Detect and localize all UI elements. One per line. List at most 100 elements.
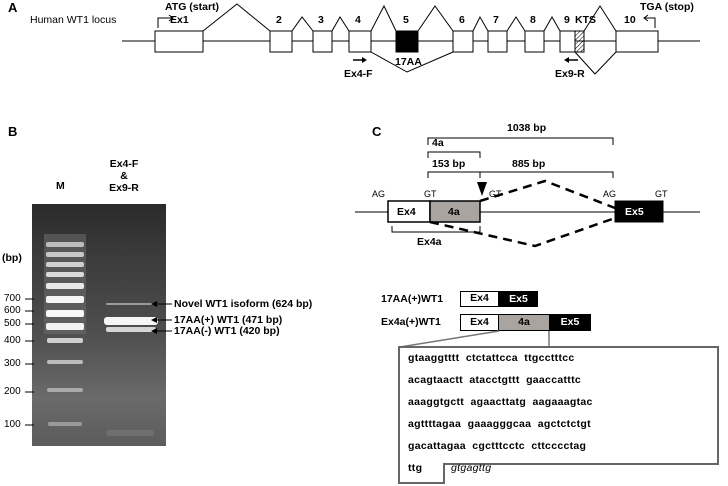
panel-b-label: B xyxy=(8,124,18,139)
gt-arrowhead xyxy=(477,182,487,196)
exon-9-label: 9 xyxy=(564,14,570,26)
band-novel-isoform xyxy=(106,303,156,305)
splice-connector xyxy=(202,3,271,32)
lane-marker-label: M xyxy=(56,180,65,192)
length-4a: 4a xyxy=(432,137,444,149)
primer-r-label: Ex9-R xyxy=(555,68,585,80)
ladder-bands xyxy=(46,242,84,426)
exon4a-label: 4a xyxy=(448,206,460,218)
bracket-1038 xyxy=(427,137,614,145)
splice-connector xyxy=(291,16,314,32)
kts-region xyxy=(574,30,585,53)
seq-line-4: agttttagaa gaaagggcaa agctctctgt xyxy=(408,418,591,430)
seq-line-1: gtaaggtttt ctctattcca ttgcctttcc xyxy=(408,352,575,364)
seq-intron: gtgagttg xyxy=(451,462,492,474)
splice-ex4-to-ex5 xyxy=(429,216,616,248)
sequence-box xyxy=(398,346,719,484)
exon-6-label: 6 xyxy=(459,14,465,26)
band-arrows xyxy=(151,301,172,334)
seq-line-2: acagtaactt atacctgttt gaaccatttc xyxy=(408,374,582,386)
isoform1-ex5: Ex5 xyxy=(499,291,538,307)
seq-line-5: gacattagaa cgctttcctc cttcccctag xyxy=(408,440,587,452)
ladder-600: 600 xyxy=(4,305,21,316)
exon5-label: Ex5 xyxy=(625,206,644,218)
length-885: 885 bp xyxy=(512,158,546,170)
exon-8-label: 8 xyxy=(530,14,536,26)
exon-5 xyxy=(395,30,419,53)
splice-ex4a-to-ex5 xyxy=(479,179,616,210)
splice-connector xyxy=(370,4,397,32)
lane-sample-label: Ex4-F & Ex9-R xyxy=(109,158,139,194)
exon-5-label: 5 xyxy=(403,14,409,26)
isoform-ex4a-label: Ex4a(+)WT1 xyxy=(381,316,441,328)
start-arrow xyxy=(157,17,172,28)
splice-connector xyxy=(543,15,561,32)
stop-arrow xyxy=(645,17,656,28)
start-codon-label: ATG (start) xyxy=(165,1,220,13)
skip-kts-connector xyxy=(574,51,617,75)
ex4a-region-label: Ex4a xyxy=(417,236,442,248)
ladder-200: 200 xyxy=(4,386,21,397)
exon-2-label: 2 xyxy=(276,14,282,26)
exon-3-label: 3 xyxy=(318,14,324,26)
band-17aa-minus xyxy=(106,327,156,332)
length-total: 1038 bp xyxy=(507,122,547,134)
aa17-label: 17AA xyxy=(395,56,422,68)
isoform2-4a: 4a xyxy=(499,314,549,331)
bracket-4a xyxy=(427,151,481,158)
exon-7 xyxy=(487,30,508,53)
isoform2-ex5: Ex5 xyxy=(549,314,591,331)
bracket-ex4a xyxy=(391,226,481,233)
band-novel-label: Novel WT1 isoform (624 bp) xyxy=(174,298,313,310)
isoform2-ex4: Ex4 xyxy=(460,314,499,331)
band-17aa-plus xyxy=(104,317,158,325)
panel-a-label: A xyxy=(8,0,18,15)
ladder-300: 300 xyxy=(4,358,21,369)
seq-connectors xyxy=(399,330,550,348)
splice-connector xyxy=(472,15,489,32)
band-17aa-minus-label: 17AA(-) WT1 (420 bp) xyxy=(174,325,280,337)
exon-10 xyxy=(615,30,659,53)
ladder-100: 100 xyxy=(4,419,21,430)
exon-7-label: 7 xyxy=(493,14,499,26)
exon4a-diagram xyxy=(355,137,700,248)
exon-2 xyxy=(269,30,293,53)
bracket-153 xyxy=(427,171,481,178)
kts-label: KTS xyxy=(575,14,596,26)
splice-ag-2: AG xyxy=(603,189,617,199)
exon-8 xyxy=(524,30,545,53)
splice-gt-1: GT xyxy=(424,189,437,199)
exon-4 xyxy=(348,30,372,53)
exon-9 xyxy=(559,30,576,53)
band-17aa-plus-label: 17AA(+) WT1 (471 bp) xyxy=(174,314,283,326)
exon-1 xyxy=(154,30,204,53)
isoform-17aa-label: 17AA(+)WT1 xyxy=(381,293,444,305)
exon-4-label: 4 xyxy=(355,14,361,26)
ladder-400: 400 xyxy=(4,335,21,346)
splice-gt-3: GT xyxy=(655,189,668,199)
exon4a-box xyxy=(429,200,481,223)
primer-f-label: Ex4-F xyxy=(344,68,373,80)
exon-3 xyxy=(312,30,333,53)
locus-label: Human WT1 locus xyxy=(30,14,117,26)
splice-ag-1: AG xyxy=(372,189,386,199)
wt1-locus-diagram xyxy=(122,3,700,75)
exon5-box xyxy=(614,200,664,223)
ladder-ticks xyxy=(25,298,34,426)
panel-c-label: C xyxy=(372,124,382,139)
exon-1-label: Ex1 xyxy=(170,14,189,26)
splice-connector xyxy=(331,16,350,32)
bracket-885 xyxy=(479,171,614,178)
splice-connector xyxy=(417,5,454,32)
exon-6 xyxy=(452,30,474,53)
ladder-500: 500 xyxy=(4,318,21,329)
length-153: 153 bp xyxy=(432,158,466,170)
exon-10-label: 10 xyxy=(624,14,636,26)
splice-gt-2: GT xyxy=(489,189,502,199)
seq-line-3: aaaggtgctt agaacttatg aagaaagtac xyxy=(408,396,593,408)
stop-codon-label: TGA (stop) xyxy=(640,1,694,13)
splice-connector xyxy=(583,5,617,32)
skip-17aa-connector xyxy=(370,51,454,73)
splice-connector xyxy=(506,16,526,32)
ladder-700: 700 xyxy=(4,293,21,304)
